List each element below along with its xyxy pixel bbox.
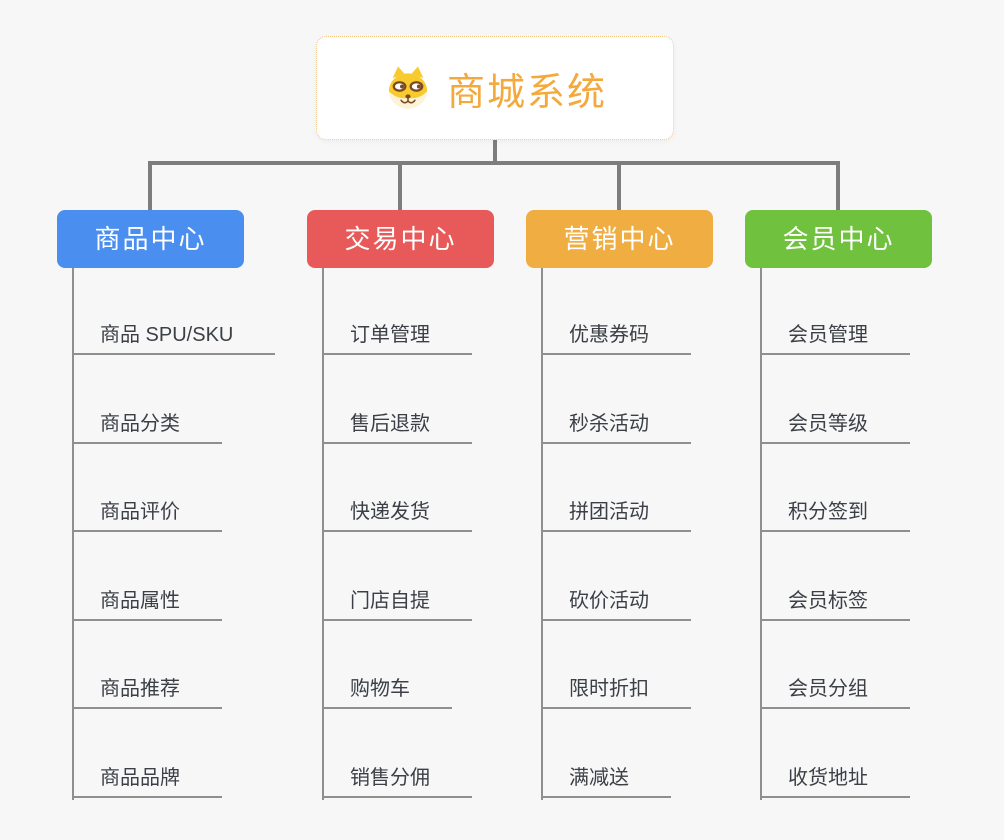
leaf-node[interactable]: 商品评价	[72, 500, 222, 532]
leaf-node[interactable]: 会员管理	[760, 323, 910, 355]
leaf-node[interactable]: 收货地址	[760, 766, 910, 798]
branch-member-center: 会员中心 会员管理会员等级积分签到会员标签会员分组收货地址	[745, 210, 1004, 810]
connector-branch-drop	[148, 163, 152, 210]
connector-branch-spine	[322, 268, 324, 800]
connector-branch-drop	[398, 163, 402, 210]
leaf-node[interactable]: 商品 SPU/SKU	[72, 323, 276, 355]
leaf-node[interactable]: 商品品牌	[72, 766, 222, 798]
connector-root-drop	[493, 140, 497, 165]
shiba-dog-icon	[388, 66, 428, 109]
leaf-node[interactable]: 购物车	[322, 677, 452, 709]
leaf-node[interactable]: 销售分佣	[322, 766, 472, 798]
leaf-node[interactable]: 订单管理	[322, 323, 472, 355]
branch-items: 优惠券码秒杀活动拼团活动砍价活动限时折扣满减送	[526, 210, 786, 810]
connector-branch-spine	[541, 268, 543, 800]
leaf-node[interactable]: 秒杀活动	[541, 412, 691, 444]
connector-branch-drop	[617, 163, 621, 210]
branch-node-member-center[interactable]: 会员中心	[745, 210, 932, 268]
leaf-node[interactable]: 售后退款	[322, 412, 472, 444]
branch-node-product-center[interactable]: 商品中心	[57, 210, 244, 268]
connector-branch-spine	[760, 268, 762, 800]
leaf-node[interactable]: 会员标签	[760, 589, 910, 621]
leaf-node[interactable]: 商品推荐	[72, 677, 222, 709]
leaf-node[interactable]: 商品属性	[72, 589, 222, 621]
connector-branch-spine	[72, 268, 74, 800]
branch-trade-center: 交易中心 订单管理售后退款快递发货门店自提购物车销售分佣	[307, 210, 567, 810]
leaf-node[interactable]: 拼团活动	[541, 500, 691, 532]
connector-branch-drop	[836, 163, 840, 210]
root-node[interactable]: 商城系统	[316, 36, 674, 140]
leaf-node[interactable]: 砍价活动	[541, 589, 691, 621]
branch-items: 商品 SPU/SKU 商品分类商品评价商品属性商品推荐商品品牌	[57, 210, 317, 810]
leaf-node[interactable]: 门店自提	[322, 589, 472, 621]
leaf-node[interactable]: 优惠券码	[541, 323, 691, 355]
branch-items: 会员管理会员等级积分签到会员标签会员分组收货地址	[745, 210, 1004, 810]
root-title: 商城系统	[446, 71, 607, 114]
branch-items: 订单管理售后退款快递发货门店自提购物车销售分佣	[307, 210, 567, 810]
branch-product-center: 商品中心 商品 SPU/SKU 商品分类商品评价商品属性商品推荐商品品牌	[57, 210, 317, 810]
branch-node-trade-center[interactable]: 交易中心	[307, 210, 494, 268]
branch-marketing-center: 营销中心 优惠券码秒杀活动拼团活动砍价活动限时折扣满减送	[526, 210, 786, 810]
leaf-node[interactable]: 积分签到	[760, 500, 910, 532]
leaf-node[interactable]: 会员分组	[760, 677, 910, 709]
leaf-node[interactable]: 会员等级	[760, 412, 910, 444]
connector-main-hline	[148, 161, 840, 165]
branch-node-marketing-center[interactable]: 营销中心	[526, 210, 713, 268]
leaf-node[interactable]: 满减送	[541, 766, 671, 798]
leaf-node[interactable]: 限时折扣	[541, 677, 691, 709]
leaf-node[interactable]: 快递发货	[322, 500, 472, 532]
leaf-node[interactable]: 商品分类	[72, 412, 222, 444]
